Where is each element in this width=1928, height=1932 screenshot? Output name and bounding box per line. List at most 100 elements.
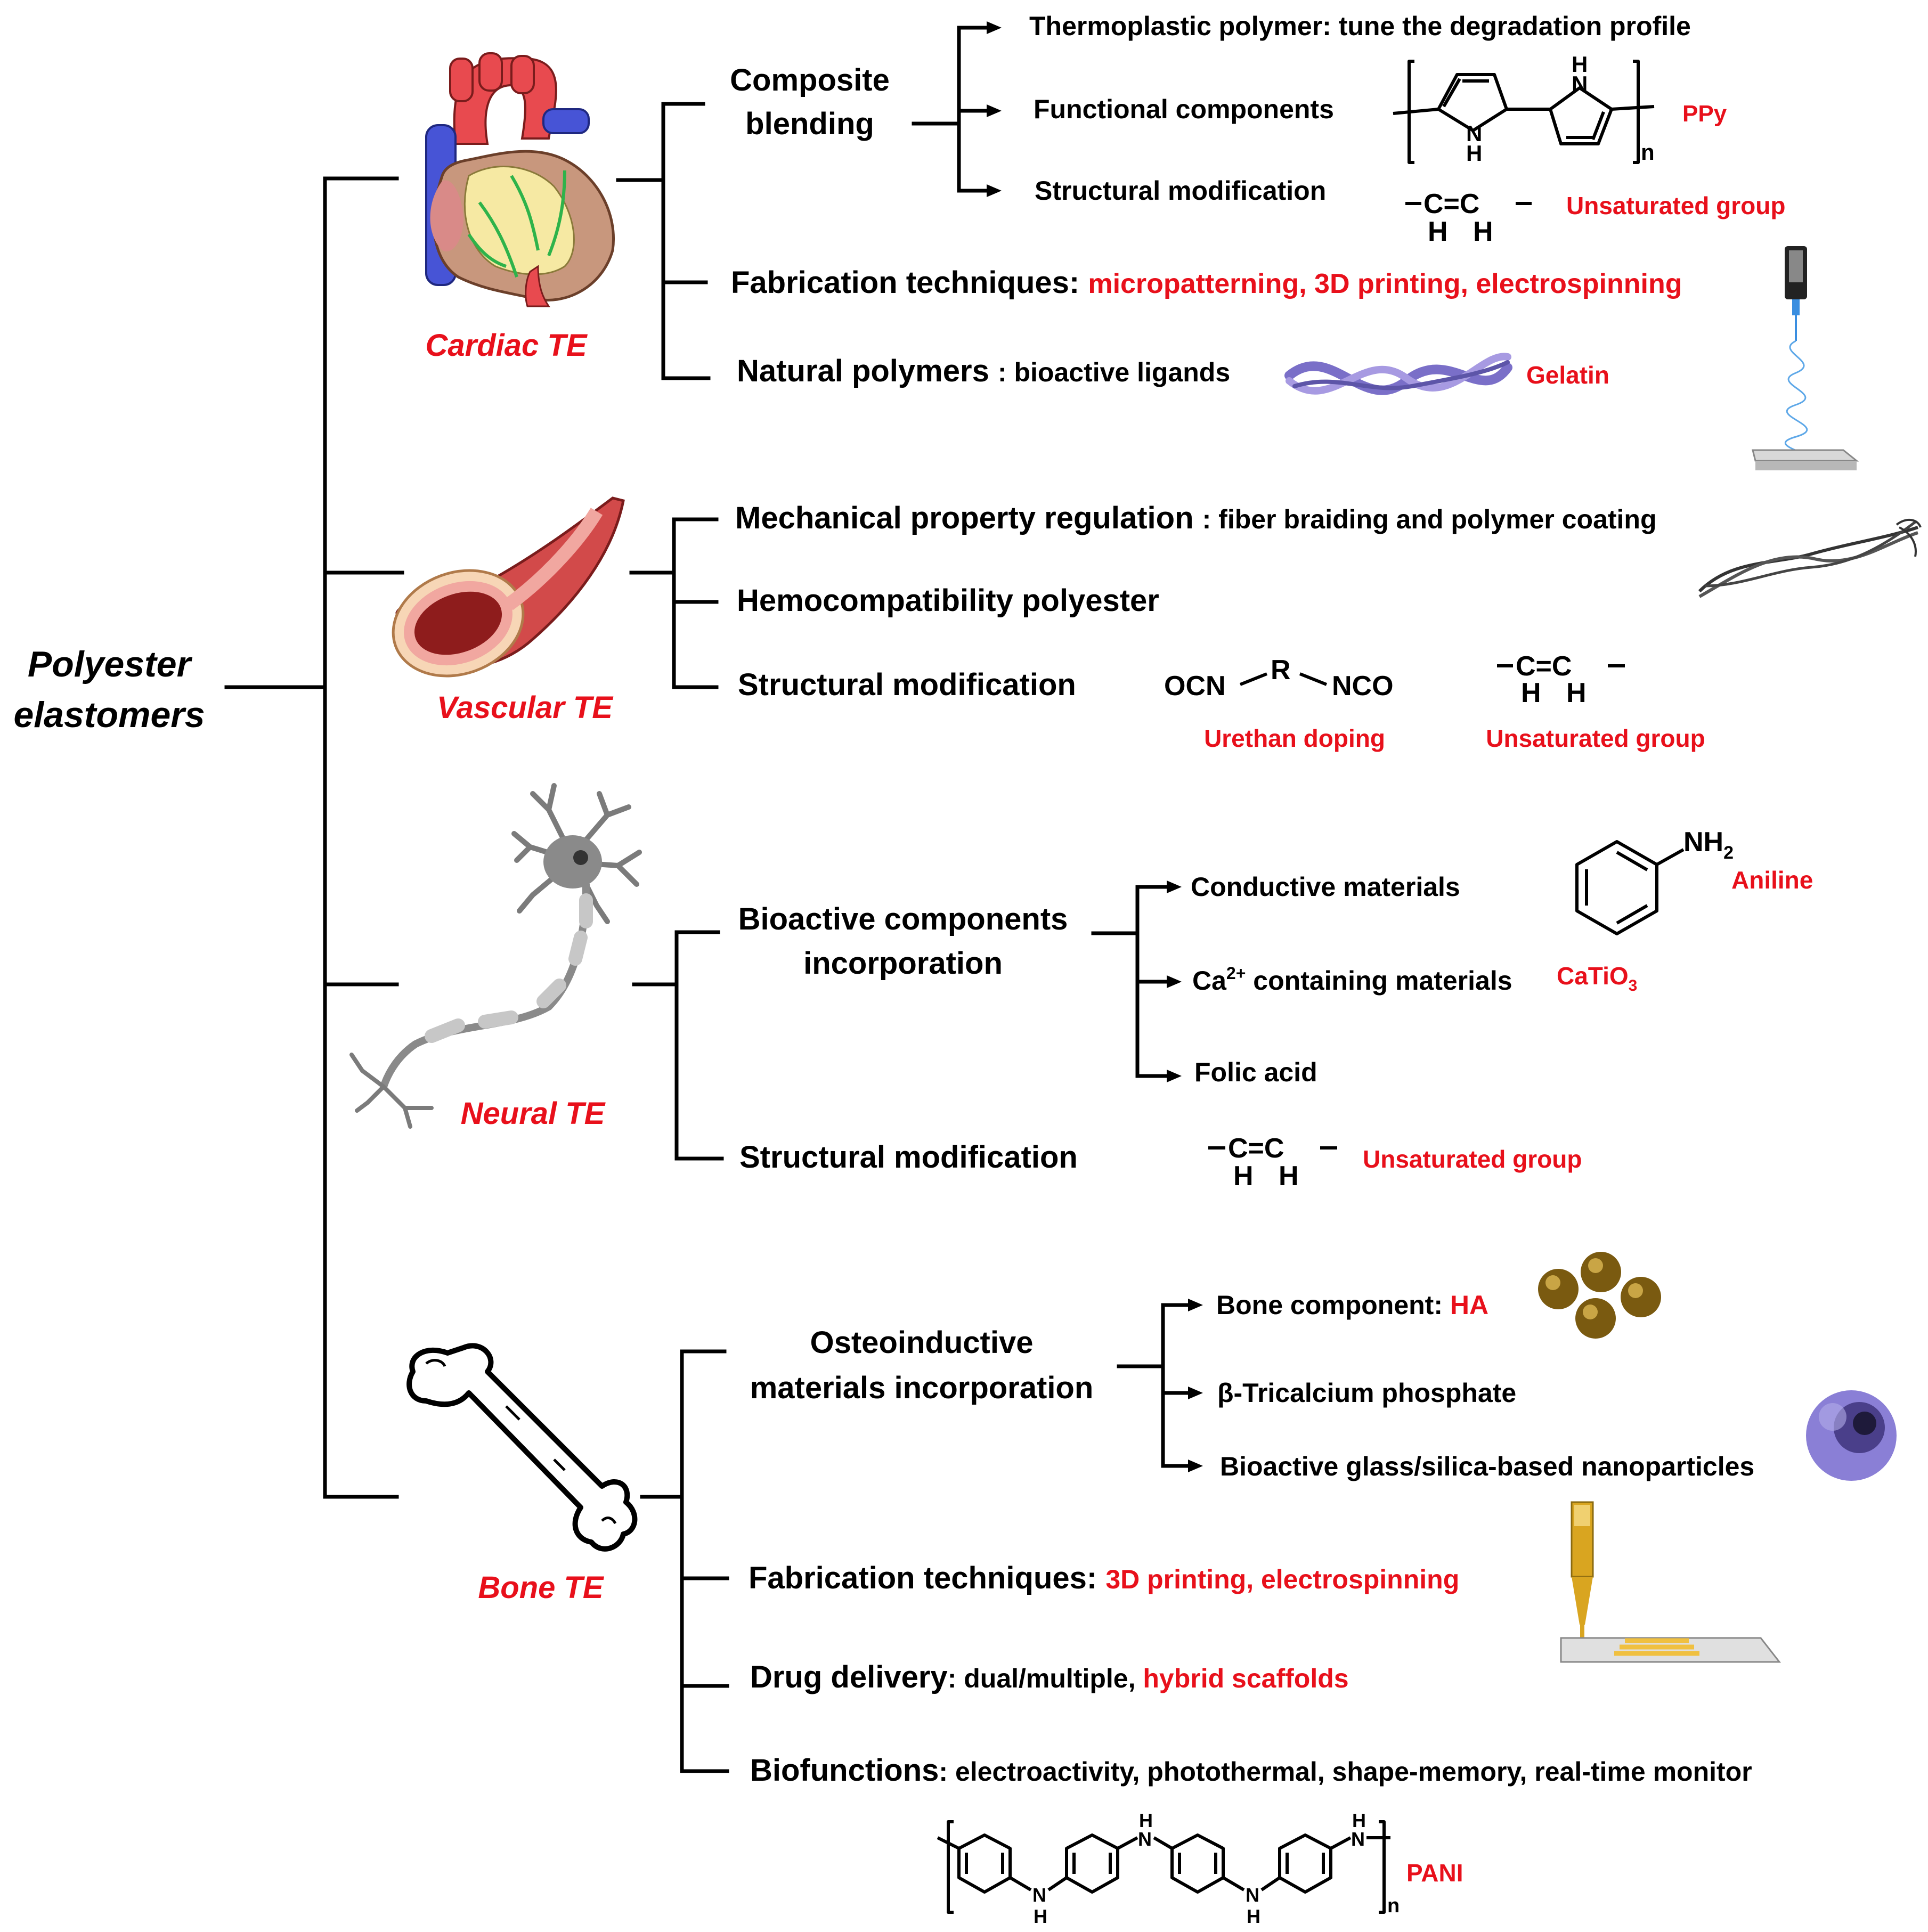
cardiac-nat-value: : bioactive ligands <box>998 357 1230 387</box>
vascular-mech: Mechanical property regulation : fiber b… <box>735 501 1657 535</box>
pani-label: PANI <box>1406 1859 1463 1887</box>
bone-title: Bone TE <box>478 1570 605 1605</box>
cardiac-h2: H <box>1473 216 1493 247</box>
vascular-h1: H <box>1521 678 1541 708</box>
neural-title: Neural TE <box>461 1096 606 1131</box>
bone-drug-mid: : dual/multiple, <box>948 1664 1143 1693</box>
cardiac-unsaturated-label: Unsaturated group <box>1566 192 1785 219</box>
pani-h1: H <box>1034 1905 1047 1927</box>
bone-fab-value: 3D printing, electrospinning <box>1105 1564 1459 1594</box>
neural-h2: H <box>1279 1161 1299 1192</box>
unsaturated-structure-vascular: C=C H H <box>1497 651 1625 708</box>
bone-biof-label: Biofunctions <box>750 1753 939 1788</box>
aniline-nh-sub: 2 <box>1723 843 1734 863</box>
vascular-title: Vascular TE <box>437 690 614 725</box>
root-label-line1: Polyester <box>28 644 193 684</box>
bone-btcp: β-Tricalcium phosphate <box>1217 1378 1516 1408</box>
urethan-nco: NCO <box>1332 671 1394 702</box>
pani-n2: N <box>1138 1828 1152 1850</box>
pani-n3: N <box>1246 1884 1259 1906</box>
neuron-icon <box>349 783 642 1129</box>
bone-biof-value: : electroactivity, photothermal, shape-m… <box>939 1757 1752 1787</box>
ppy-h2: H <box>1572 52 1588 77</box>
pani-structure: N H H N N H H N n <box>937 1809 1400 1927</box>
aniline-structure: NH2 <box>1575 827 1734 935</box>
cardiac-cc: C=C <box>1423 189 1479 219</box>
cardiac-nat: Natural polymers : bioactive ligands <box>737 354 1230 388</box>
neural-struct: Structural modification <box>739 1140 1078 1175</box>
tree-connectors <box>224 21 1203 1773</box>
aniline-nh: NH2 <box>1683 827 1734 863</box>
cardiac-structural: Structural modification <box>1035 176 1326 206</box>
neural-h1: H <box>1233 1161 1254 1192</box>
braided-fiber-icon <box>1698 519 1922 598</box>
urethan-label: Urethan doping <box>1204 724 1385 752</box>
ppy-n2: N <box>1572 71 1588 96</box>
ppy-label: PPy <box>1682 101 1727 127</box>
urethan-r: R <box>1271 655 1291 686</box>
gelatin-label: Gelatin <box>1526 361 1609 389</box>
bone-fab-label: Fabrication techniques: <box>749 1561 1105 1595</box>
heart-icon <box>425 52 615 307</box>
neural-bio-line2: incorporation <box>803 946 1003 981</box>
bone-fab: Fabrication techniques: 3D printing, ele… <box>749 1561 1459 1595</box>
vascular-cc: C=C <box>1516 651 1572 682</box>
catio-main: CaTiO <box>1557 962 1629 990</box>
aniline-nh-main: NH <box>1683 827 1723 858</box>
ppy-n-sub: n <box>1641 140 1655 165</box>
neural-unsaturated-label: Unsaturated group <box>1363 1145 1582 1173</box>
vascular-h2: H <box>1566 678 1587 708</box>
neural-bio-line1: Bioactive components <box>738 902 1068 936</box>
neural-cc: C=C <box>1228 1133 1284 1164</box>
pani-n1: N <box>1032 1884 1046 1906</box>
bone-drug-value: hybrid scaffolds <box>1143 1664 1348 1693</box>
root-label-line2: elastomers <box>13 695 205 735</box>
electrospinning-icon <box>1752 246 1859 470</box>
neural-ca-post: containing materials <box>1246 966 1512 996</box>
unsaturated-structure-neural: C=C H H <box>1208 1133 1337 1192</box>
nanoparticle-sphere-icon <box>1806 1390 1897 1481</box>
cardiac-h1: H <box>1428 216 1448 247</box>
cardiac-title: Cardiac TE <box>426 328 588 363</box>
urethan-structure: OCN R NCO <box>1164 655 1394 702</box>
bone-comp-label: Bone component: <box>1216 1290 1450 1320</box>
bone-drug: Drug delivery: dual/multiple, hybrid sca… <box>750 1660 1349 1694</box>
catio-label: CaTiO3 <box>1557 962 1637 994</box>
ha-particles-icon <box>1538 1252 1661 1339</box>
bone-comp-value: HA <box>1450 1290 1488 1320</box>
neural-ca-pre: Ca <box>1192 966 1227 996</box>
vascular-struct: Structural modification <box>738 667 1076 702</box>
cardiac-fab-label: Fabrication techniques: micropatterning,… <box>731 265 1682 300</box>
cardiac-fab-value: micropatterning, 3D printing, electrospi… <box>1088 268 1682 299</box>
pani-h4: H <box>1352 1809 1366 1831</box>
vascular-mech-value: : fiber braiding and polymer coating <box>1202 504 1657 534</box>
bone-osteo-line1: Osteoinductive <box>810 1325 1034 1360</box>
neural-ca: Ca2+ containing materials <box>1192 964 1512 996</box>
neural-folic: Folic acid <box>1194 1057 1317 1087</box>
vascular-mech-label: Mechanical property regulation <box>735 501 1194 535</box>
3d-printing-icon <box>1560 1501 1781 1663</box>
blood-vessel-icon <box>392 496 625 678</box>
unsaturated-structure-cardiac: C=C H H <box>1405 189 1532 247</box>
cardiac-composite-line1: Composite <box>730 63 890 97</box>
cardiac-composite-line2: blending <box>745 107 874 141</box>
cardiac-thermoplastic: Thermoplastic polymer: tune the degradat… <box>1029 11 1691 41</box>
cardiac-nat-label: Natural polymers <box>737 354 989 388</box>
bone-biof: Biofunctions: electroactivity, photother… <box>750 1753 1752 1788</box>
cardiac-fab-label-text: Fabrication techniques: <box>731 265 1079 300</box>
pani-n4: N <box>1351 1828 1365 1850</box>
neural-conductive: Conductive materials <box>1191 872 1460 902</box>
neural-ca-sup: 2+ <box>1226 964 1246 983</box>
urethan-ocn: OCN <box>1164 671 1226 702</box>
pani-n-sub: n <box>1387 1895 1400 1917</box>
gelatin-helix-icon <box>1284 353 1512 395</box>
ppy-structure: N H H N n <box>1393 52 1655 166</box>
bone-drug-label: Drug delivery <box>750 1660 948 1694</box>
bone-comp: Bone component: HA <box>1216 1290 1488 1320</box>
ppy-h1: H <box>1466 141 1482 166</box>
vascular-unsaturated-label: Unsaturated group <box>1486 724 1705 752</box>
catio-sub: 3 <box>1629 977 1638 994</box>
pani-h2: H <box>1139 1809 1153 1831</box>
